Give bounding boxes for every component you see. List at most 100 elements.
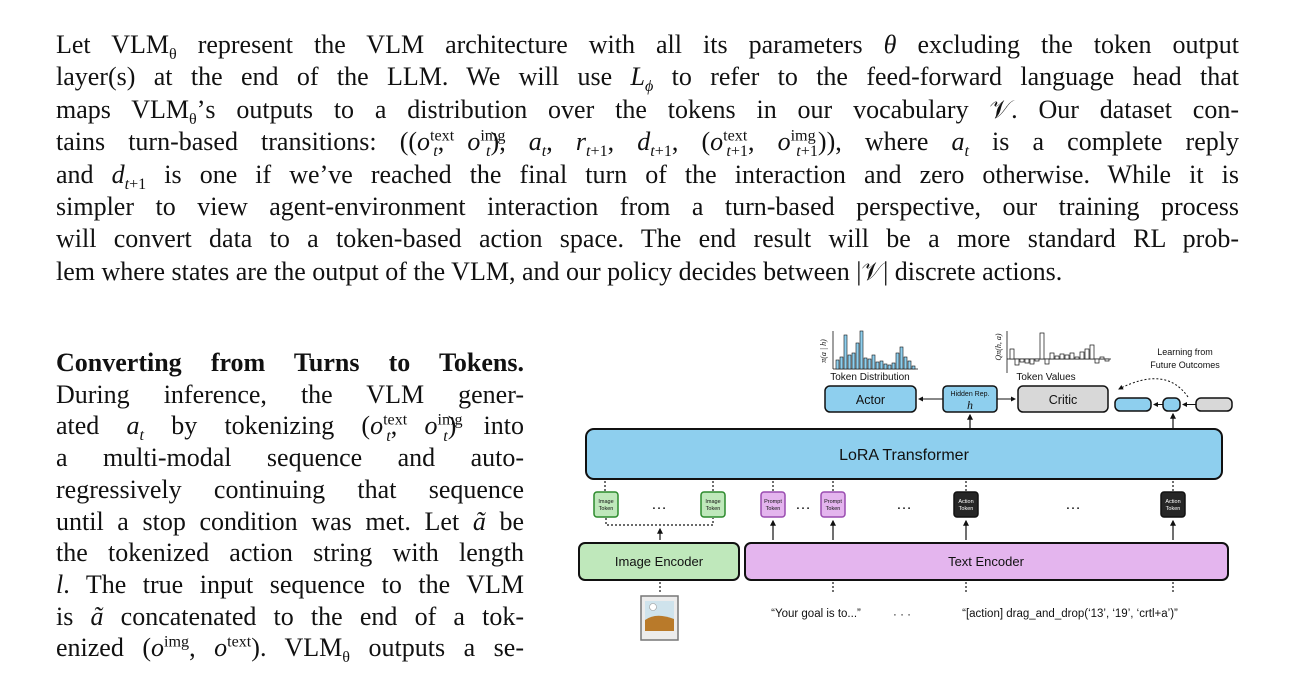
text-encoder-box	[744, 542, 1229, 581]
distribution-bar	[887, 364, 892, 370]
distribution-bar	[871, 354, 876, 370]
ellipsis-mid: …	[896, 496, 912, 513]
distribution-bar	[867, 358, 872, 370]
value-bar	[1079, 351, 1085, 360]
distribution-bar	[855, 342, 860, 370]
image-token-1-line2: Token	[599, 506, 614, 512]
token-values-label: Token Values	[1016, 372, 1075, 383]
value-bar	[1039, 332, 1045, 360]
distribution-bar	[851, 352, 856, 370]
value-bar	[1049, 352, 1055, 360]
paragraph-line-1: Let VLMθ represent the VLM architecture …	[56, 30, 1239, 64]
prompt-token-1-line1: Prompt	[764, 499, 782, 505]
prompt-token-1	[760, 491, 786, 518]
distribution-bar	[879, 360, 884, 370]
distribution-bar	[839, 356, 844, 370]
image-token-2	[700, 491, 726, 518]
image-encoder-label: Image Encoder	[615, 554, 704, 569]
section-text: Converting from Turns to Tokens. During …	[56, 347, 525, 667]
action-token-2-line2: Token	[1166, 506, 1181, 512]
ellipsis-prompt: …	[795, 496, 811, 513]
paragraph-line-6: simpler to view agent-environment intera…	[56, 192, 1239, 222]
value-bar	[1054, 355, 1060, 360]
value-bar	[1069, 352, 1075, 360]
chain-token-1	[1114, 397, 1152, 412]
paragraph-line-2: layer(s) at the end of the LLM. We will …	[56, 62, 1239, 96]
ellipsis-image: …	[651, 496, 667, 513]
image-icon	[640, 595, 679, 641]
value-bar	[1074, 356, 1080, 360]
token-distribution-label: Token Distribution	[830, 372, 909, 383]
lora-transformer-label: LoRA Transformer	[839, 447, 970, 464]
paragraph-line-7: will convert data to a token-based actio…	[56, 224, 1239, 254]
value-bar	[1059, 353, 1065, 360]
critic-box	[1017, 385, 1109, 413]
learning-label-1: Learning from	[1157, 347, 1213, 357]
image-encoder-box	[578, 542, 740, 581]
intro-paragraph: Let VLMθ represent the VLM architecture …	[56, 29, 1239, 288]
value-bar	[1014, 358, 1020, 366]
chain-token-3	[1195, 397, 1233, 412]
lora-transformer-box	[585, 428, 1223, 480]
section-line-3: a multi-modal sequence and auto-	[56, 443, 524, 473]
hidden-rep-label: Hidden Rep.	[951, 391, 990, 398]
value-bar	[1104, 358, 1110, 362]
ellipsis-action: …	[1065, 496, 1081, 513]
prompt-token-2-line2: Token	[826, 506, 841, 512]
section-heading: Converting from Turns to Tokens.	[56, 348, 524, 377]
token-values-chart: Qπ(h, a) Token Values	[994, 331, 1111, 383]
image-token-1-line1: Image	[598, 499, 613, 505]
distribution-bar	[835, 359, 840, 370]
distribution-bar	[907, 360, 912, 370]
action-token-2	[1160, 491, 1186, 518]
actor-label: Actor	[856, 393, 885, 407]
hidden-rep-symbol: h	[967, 398, 973, 412]
section-line-4: regressively continuing that sequence	[56, 474, 524, 504]
text-input-prompt: “Your goal is to...”	[771, 608, 861, 620]
value-bar	[1099, 356, 1105, 360]
pi-axis-label: π(a | h)	[819, 339, 828, 363]
text-encoder-label: Text Encoder	[948, 554, 1025, 569]
architecture-figure: π(a | h) Token Distribution Qπ(h, a) Tok…	[576, 325, 1236, 645]
prompt-token-2-line1: Prompt	[824, 499, 842, 505]
section-line-2: ated at by tokenizing (otextt, oimgt) in…	[56, 411, 525, 445]
distribution-bar	[911, 365, 916, 370]
value-bar	[1089, 344, 1095, 360]
prompt-token-2	[820, 491, 846, 518]
paragraph-line-3: maps VLMθ’s outputs to a distribution ov…	[56, 94, 1239, 128]
image-token-2-line1: Image	[705, 499, 720, 505]
paragraph-line-4: tains turn-based transitions: ((otextt, …	[56, 127, 1239, 161]
distribution-bar	[847, 354, 852, 370]
distribution-bar	[895, 352, 900, 370]
distribution-bar	[883, 363, 888, 370]
distribution-bar	[903, 356, 908, 370]
section-line-7: l. The true input sequence to the VLM	[56, 569, 524, 599]
paragraph-line-5: and dt+1 is one if we’ve reached the fin…	[56, 159, 1239, 193]
section-line-6: the tokenized action string with length	[56, 538, 524, 568]
value-bar	[1044, 358, 1050, 365]
token-distribution-chart: π(a | h) Token Distribution	[819, 330, 918, 383]
value-bar	[1094, 358, 1100, 364]
distribution-bar	[891, 362, 896, 370]
prompt-token-1-line2: Token	[766, 506, 781, 512]
distribution-bar	[859, 330, 864, 370]
action-token-2-line1: Action	[1165, 499, 1180, 505]
action-token-1-line1: Action	[958, 499, 973, 505]
section-line-9: enized (oimg, otext). VLMθ outputs a se-	[56, 633, 525, 667]
architecture-diagram: π(a | h) Token Distribution Qπ(h, a) Tok…	[578, 330, 1233, 641]
action-token-1	[953, 491, 979, 518]
paragraph-line-8: lem where states are the output of the V…	[56, 256, 1063, 286]
critic-label: Critic	[1049, 393, 1077, 407]
text-input-separator: · · ·	[893, 609, 911, 621]
learning-label-2: Future Outcomes	[1150, 360, 1220, 370]
section-line-8: is ã concatenated to the end of a tok-	[56, 601, 524, 631]
actor-box	[824, 385, 917, 413]
image-token-1	[593, 491, 619, 518]
section-line-5: until a stop condition was met. Let ã be	[56, 506, 524, 536]
distribution-bar	[843, 334, 848, 370]
image-token-2-line2: Token	[706, 506, 721, 512]
chain-token-2	[1162, 397, 1181, 412]
value-bar	[1019, 358, 1025, 363]
distribution-bar	[863, 357, 868, 370]
q-axis-label: Qπ(h, a)	[994, 333, 1003, 360]
